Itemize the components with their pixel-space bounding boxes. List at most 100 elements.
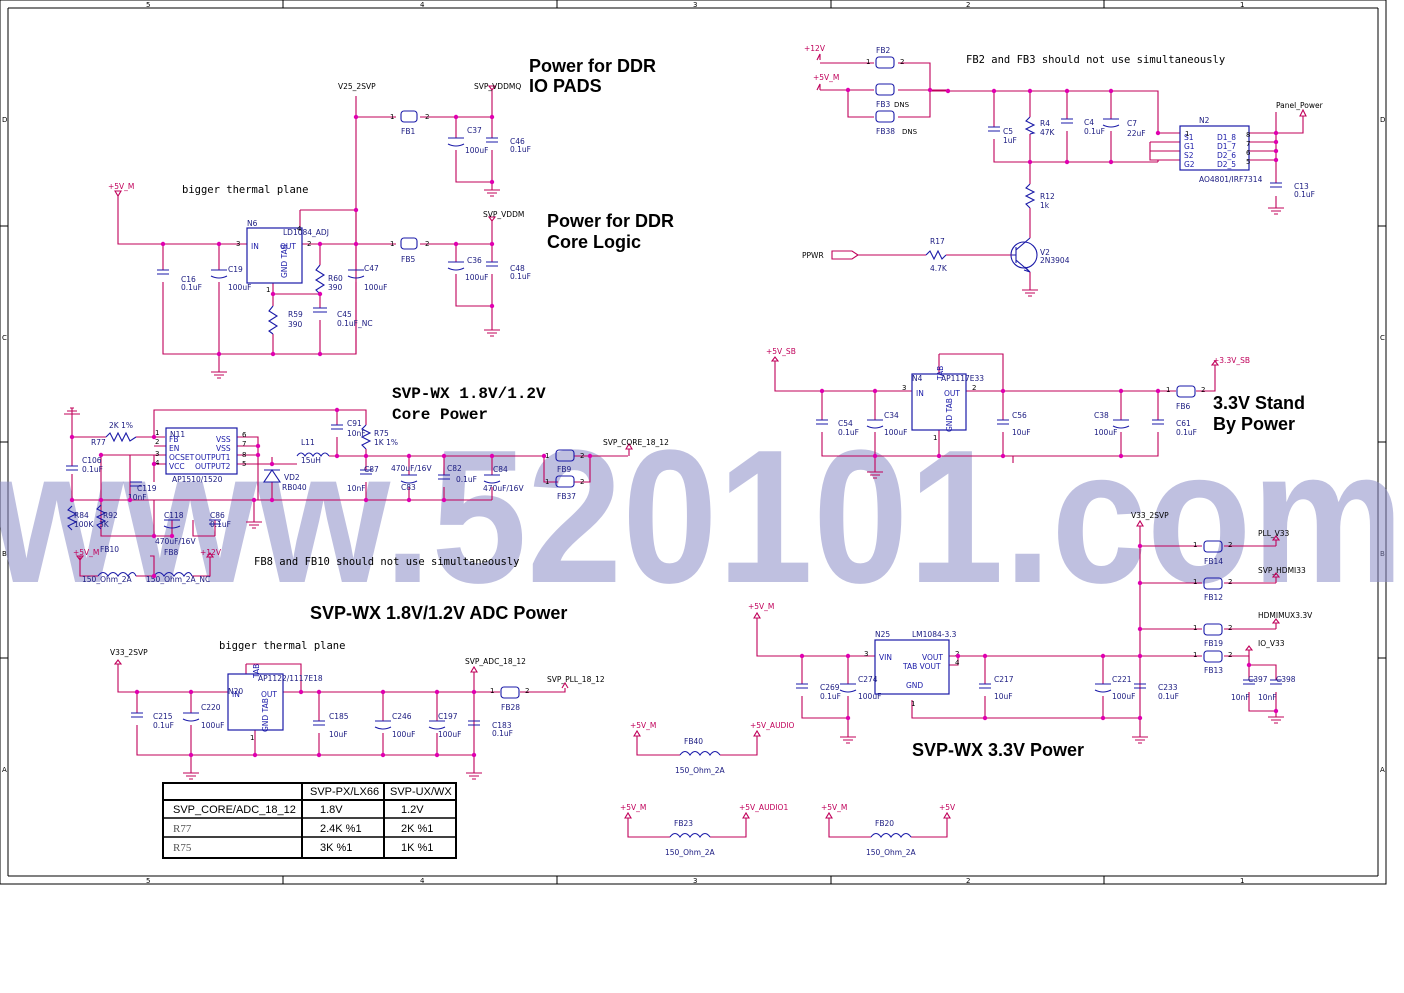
n11-num: 2: [155, 438, 159, 446]
n4-num: 1: [933, 434, 937, 442]
net-pll-v33: PLL_V33: [1258, 529, 1290, 538]
n2-num: 7: [1246, 140, 1250, 148]
net-p5v-sb: +5V_SB: [766, 347, 796, 356]
c91-value: 10nF: [347, 429, 366, 438]
n2-pin-d1-8: D1_8: [1217, 133, 1236, 142]
n2-num: 6: [1246, 149, 1251, 157]
r75-value: 1K 1%: [374, 438, 398, 447]
n20-pin-out: OUT: [261, 690, 277, 699]
c83-label: C83: [401, 483, 416, 492]
row-label-right: B: [1380, 550, 1385, 558]
fb9-pin1: 1: [545, 452, 549, 460]
fb3-dns: DNS: [894, 101, 910, 109]
row-label-right: D: [1380, 116, 1385, 124]
r77-label: R77: [91, 438, 106, 447]
c397-label: C397: [1248, 675, 1268, 684]
c47-label: C47: [364, 264, 379, 273]
c48-value: 0.1uF: [510, 272, 531, 281]
c16-value: 0.1uF: [181, 283, 202, 292]
fb8-value: 150_Ohm_2A_NC: [146, 575, 210, 584]
net-p5v-audio1: +5V_AUDIO1: [739, 803, 788, 812]
net-v33-2svp-1: V33_2SVP: [1131, 511, 1169, 520]
net-io-v33: IO_V33: [1258, 639, 1285, 648]
c36-value: 100uF: [465, 273, 488, 282]
title-ddr-io-2: IO PADS: [529, 76, 602, 96]
c86-label: C86: [210, 511, 225, 520]
n25-num: 4: [955, 659, 960, 667]
audio-beads-section: +5V_M +5V_AUDIO FB40 150_Ohm_2A +5V_M +5…: [620, 721, 956, 857]
n11-pin-ocset: OCSET: [169, 453, 195, 462]
fb19-pin2: 2: [1228, 624, 1232, 632]
c37-label: C37: [467, 126, 482, 135]
fb5-pin2: 2: [425, 240, 429, 248]
net-p5v-m-1: +5V_M: [108, 182, 134, 191]
n11-num: 3: [155, 450, 159, 458]
n11-pin-vss: VSS: [216, 435, 231, 444]
n11-num: 8: [242, 451, 246, 459]
n20-regulator: [227, 673, 284, 731]
r84-label: R84: [74, 511, 89, 520]
n2-pin-g2: G2: [1184, 160, 1195, 169]
c118-label: C118: [164, 511, 184, 520]
c246-label: C246: [392, 712, 412, 721]
table-cell: 1.2V: [401, 804, 424, 816]
title-ddr-io: Power for DDR: [529, 56, 656, 76]
r92-label: R92: [103, 511, 118, 520]
r59-value: 390: [288, 320, 303, 329]
c274-label: C274: [858, 675, 878, 684]
col-label-top: 5: [146, 1, 150, 9]
n20-part: AP1122/1117E18: [258, 674, 323, 683]
net-p5v-m-4: +5V_M: [748, 602, 774, 611]
r60-label: R60: [328, 274, 343, 283]
n11-pin-vcc: VCC: [169, 462, 185, 471]
c45-label: C45: [337, 310, 352, 319]
c119-value: 10nF: [128, 493, 147, 502]
table-cell: 2K %1: [401, 823, 433, 835]
fb12-pin1: 1: [1193, 578, 1197, 586]
fb20-value: 150_Ohm_2A: [866, 848, 917, 857]
fb9-pin2: 2: [580, 452, 584, 460]
n6-pin-out: OUT: [280, 242, 296, 251]
net-p5v-m-3: +5V_M: [73, 548, 99, 557]
vd2-part: RB040: [282, 483, 307, 492]
c7-value: 22uF: [1127, 129, 1146, 138]
l11-value: 15uH: [301, 456, 321, 465]
fb12-label: FB12: [1204, 593, 1223, 602]
c61-label: C61: [1176, 419, 1191, 428]
fb9-label: FB9: [557, 465, 571, 474]
n2-num: 5: [1246, 158, 1250, 166]
row-label-right: C: [1380, 334, 1385, 342]
n11-label: N11: [170, 430, 185, 439]
n20-label: N20: [228, 687, 243, 696]
n11-regulator: [165, 427, 238, 475]
fb40-label: FB40: [684, 737, 703, 746]
c34-value: 100uF: [884, 428, 907, 437]
net-svp-vddm: SVP_VDDM: [483, 210, 524, 219]
n11-num: 4: [155, 459, 160, 467]
net-panel-power: Panel_Power: [1276, 101, 1324, 110]
n2-pin-d2-5: D2_5: [1217, 160, 1236, 169]
ddr-power-section: Power for DDR IO PADS Power for DDR Core…: [108, 56, 674, 379]
r60-value: 390: [328, 283, 343, 292]
fb5-pin1: 1: [390, 240, 394, 248]
net-svp-hdmi33: SVP_HDMI33: [1258, 566, 1306, 575]
c398-value: 10nF: [1258, 693, 1277, 702]
fb12-pin2: 2: [1228, 578, 1232, 586]
c269-value: 0.1uF: [820, 692, 841, 701]
c233-value: 0.1uF: [1158, 692, 1179, 701]
fb40-value: 150_Ohm_2A: [675, 766, 726, 775]
note-thermal-2: bigger thermal plane: [219, 640, 345, 652]
n11-num: 1: [155, 429, 159, 437]
c46-value: 0.1uF: [510, 145, 531, 154]
fb37-pin1: 1: [545, 478, 549, 486]
n2-pin-s2: S2: [1184, 151, 1194, 160]
n4-regulator: [911, 373, 967, 431]
table-cell: 1.8V: [320, 804, 343, 816]
n6-label: N6: [247, 219, 258, 228]
n11-pin-output2: OUTPUT2: [195, 462, 231, 471]
n11-pin-fb: FB: [169, 435, 178, 444]
c61-value: 0.1uF: [1176, 428, 1197, 437]
net-p33v-sb: +3.3V_SB: [1213, 356, 1250, 365]
r84-value: 100K: [74, 520, 94, 529]
fb38-label: FB38: [876, 127, 895, 136]
